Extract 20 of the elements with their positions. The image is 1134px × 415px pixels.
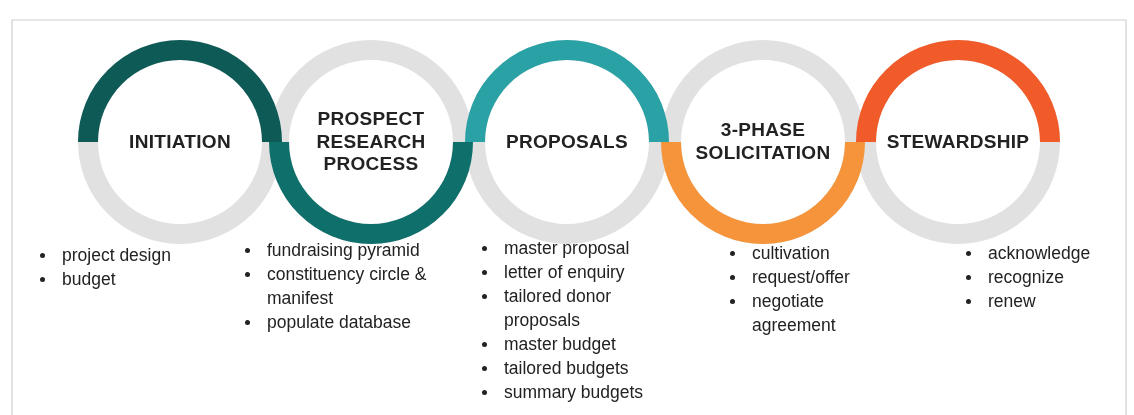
bullet-item: cultivation (752, 242, 830, 265)
bullet-item: budget (62, 268, 116, 291)
bullet-item: master budget (504, 333, 616, 356)
bullet-item: tailored budgets (504, 357, 629, 380)
stage-title: STEWARDSHIP (886, 130, 1030, 154)
bullet-item: fundraising pyramid (267, 239, 420, 262)
bullet-item: acknowledge (988, 242, 1091, 265)
bullet-item: recognize (988, 266, 1064, 289)
bullet-item: populate database (267, 311, 412, 334)
stage-title: INITIATION (129, 130, 231, 154)
bullet-item: renew (988, 290, 1036, 313)
bullet-item: negotiate agreement (752, 290, 837, 337)
bullet-item: project design (62, 244, 171, 267)
bullet-item: request/offer (752, 266, 850, 289)
stage-title: PROPOSALS (506, 130, 628, 154)
stage-title: PROSPECT RESEARCH PROCESS (315, 107, 427, 177)
bullet-item: master proposal (504, 237, 630, 260)
bullet-item: letter of enquiry (504, 261, 625, 284)
bullet-item: summary budgets (504, 381, 644, 404)
stage-title: 3-PHASE SOLICITATION (694, 119, 832, 165)
